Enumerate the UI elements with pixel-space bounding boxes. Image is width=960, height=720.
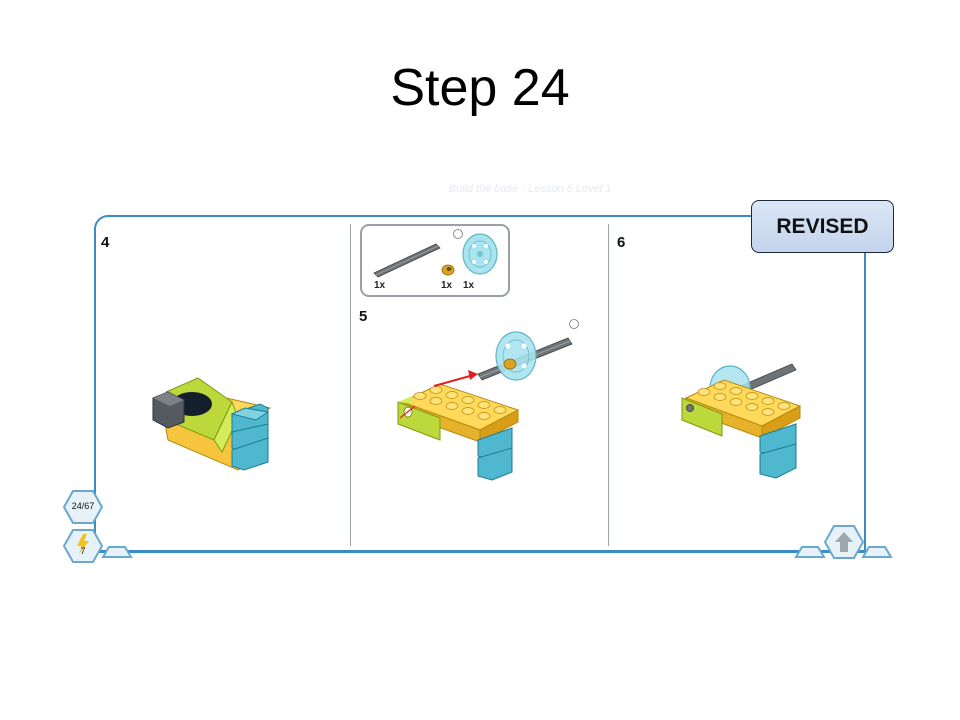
step-number-4: 4 bbox=[101, 234, 110, 251]
info-circle-icon bbox=[453, 229, 463, 239]
step-number-5: 5 bbox=[359, 308, 368, 325]
revised-badge: REVISED bbox=[751, 200, 894, 253]
hex-page-indicator-icon[interactable] bbox=[62, 489, 104, 525]
hex-lightning-icon[interactable] bbox=[62, 528, 104, 564]
panel-divider bbox=[608, 224, 609, 546]
hex-nav-home-icon[interactable] bbox=[794, 546, 826, 558]
part-qty-axle: 1x bbox=[374, 280, 386, 291]
instruction-frame-bottom bbox=[94, 550, 866, 553]
pulley-wheel-part-icon bbox=[462, 233, 498, 275]
part-qty-wheel: 1x bbox=[463, 280, 475, 291]
step-number-6: 6 bbox=[617, 234, 626, 251]
sub-count-text: 7 bbox=[80, 546, 86, 556]
revised-badge-label: REVISED bbox=[776, 214, 869, 238]
bushing-part-icon bbox=[441, 264, 455, 276]
hex-nav-up-icon[interactable] bbox=[823, 524, 865, 559]
hex-nav-next-icon[interactable] bbox=[861, 546, 893, 558]
hex-nav-prev-icon[interactable] bbox=[101, 546, 133, 558]
parts-list-box: 1x 1x 1x bbox=[360, 224, 510, 297]
part-qty-bushing: 1x bbox=[441, 280, 453, 291]
slide-title: Step 24 bbox=[390, 59, 570, 117]
axle-part-icon bbox=[373, 243, 441, 278]
panel-divider bbox=[350, 224, 351, 546]
faint-header-text: Build the base - Lesson 6 Level 1 bbox=[448, 183, 612, 195]
parts-illustration bbox=[373, 229, 498, 278]
page-indicator-text: 24/67 bbox=[71, 501, 95, 511]
